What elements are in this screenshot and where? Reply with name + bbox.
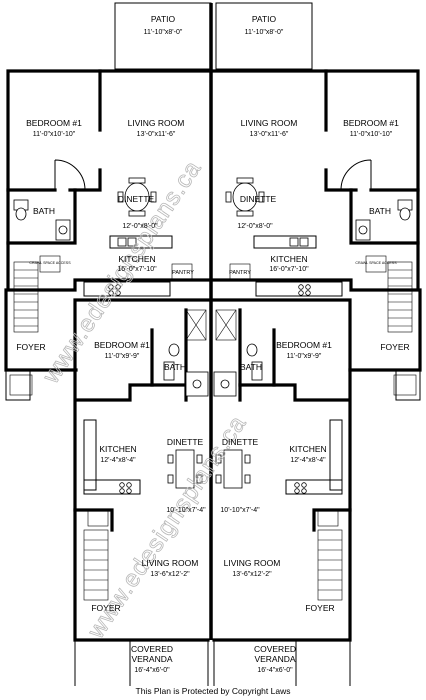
patio-left-label: PATIO — [151, 14, 176, 24]
kitchen-br-dim: 12'-4"x8'-4" — [290, 457, 326, 464]
living-tr-dim: 13'-0"x11'-6" — [250, 131, 289, 138]
patio-right — [215, 2, 313, 70]
dinette-tl-dim: 12'-0"x8'-0" — [122, 223, 158, 230]
living-br-dim: 13'-6"x12'-2" — [232, 571, 272, 578]
kitchen-tr-label: KITCHEN — [270, 254, 307, 264]
upper-unit-right — [212, 60, 422, 401]
upper-unit-left — [4, 60, 212, 401]
veranda-right-dim: 16'-4"x6'-0" — [257, 667, 293, 674]
kitchen-br-label: KITCHEN — [289, 444, 326, 454]
patio-right-label: PATIO — [252, 14, 277, 24]
foyer-bl-label: FOYER — [91, 603, 120, 613]
bedroom-tr-label: BEDROOM #1 — [343, 118, 399, 128]
bedroom-tl-label: BEDROOM #1 — [26, 118, 82, 128]
patio-right-dim: 11'-10"x8'-0" — [245, 29, 284, 36]
living-br-label: LIVING ROOM — [224, 558, 281, 568]
bath-tl-label: BATH — [33, 206, 55, 216]
bedroom-bl-label: BEDROOM #1 — [94, 340, 150, 350]
foyer-br-label: FOYER — [305, 603, 334, 613]
living-bl-dim: 13'-6"x12'-2" — [150, 571, 190, 578]
veranda-right-label-1: COVERED — [254, 644, 296, 654]
bath-tr-label: BATH — [369, 206, 391, 216]
dinette-tr-label: DINETTE — [240, 194, 277, 204]
foyer-tr-label: FOYER — [380, 342, 409, 352]
veranda-left-dim: 16'-4"x6'-0" — [134, 667, 170, 674]
living-tl-dim: 13'-0"x11'-6" — [137, 131, 176, 138]
veranda-right-label-2: VERANDA — [254, 654, 295, 664]
living-tr-label: LIVING ROOM — [241, 118, 298, 128]
bedroom-br-label: BEDROOM #1 — [276, 340, 332, 350]
veranda-left-label-2: VERANDA — [131, 654, 172, 664]
dinette-tl-label: DINETTE — [118, 194, 155, 204]
dinette-br-label: DINETTE — [222, 437, 259, 447]
living-bl-label: LIVING ROOM — [142, 558, 199, 568]
bedroom-tr-dim: 11'-0"x10'-10" — [350, 131, 393, 138]
pantry-left-label: PANTRY — [172, 270, 194, 276]
bath-br-label: BATH — [240, 362, 262, 372]
pantry-right-label: PANTRY — [229, 270, 251, 276]
dinette-bl-dim: 10'-10"x7'-4" — [166, 507, 206, 514]
bedroom-br-dim: 11'-0"x9'-9" — [287, 353, 322, 360]
dinette-bl-label: DINETTE — [167, 437, 204, 447]
patio-left — [114, 2, 212, 70]
veranda-left-label-1: COVERED — [131, 644, 173, 654]
patio-left-dim: 11'-10"x8'-0" — [144, 29, 183, 36]
foyer-tl-label: FOYER — [16, 342, 45, 352]
bedroom-bl-dim: 11'-0"x9'-9" — [105, 353, 140, 360]
bedroom-tl-dim: 11'-0"x10'-10" — [33, 131, 76, 138]
dinette-tr-dim: 12'-0"x8'-0" — [237, 223, 273, 230]
dinette-br-dim: 10'-10"x7'-4" — [220, 507, 260, 514]
kitchen-tr-dim: 16'-0"x7'-10" — [269, 266, 309, 273]
crawl-right-label: CRAWL SPACE ACCESS — [355, 261, 397, 265]
kitchen-bl-label: KITCHEN — [99, 444, 136, 454]
crawl-left-label: CRAWL SPACE ACCESS — [29, 261, 71, 265]
kitchen-tl-dim: 16'-0"x7'-10" — [117, 266, 157, 273]
living-tl-label: LIVING ROOM — [128, 118, 185, 128]
copyright-notice: This Plan is Protected by Copyright Laws — [135, 686, 291, 696]
bath-bl-label: BATH — [164, 362, 186, 372]
lower-unit-right — [212, 298, 352, 686]
kitchen-bl-dim: 12'-4"x8'-4" — [100, 457, 136, 464]
lower-unit-left — [73, 298, 210, 686]
kitchen-tl-label: KITCHEN — [118, 254, 155, 264]
